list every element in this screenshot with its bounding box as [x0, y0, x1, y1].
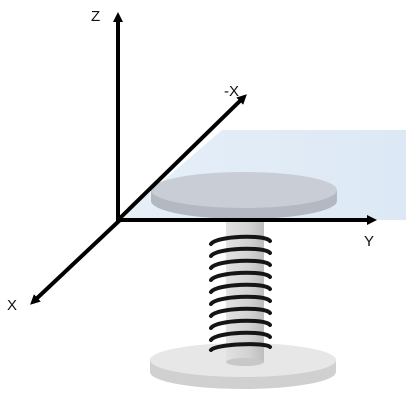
x-axis [30, 218, 122, 305]
neg-x-axis-label: -X [224, 83, 239, 100]
z-axis-label: Z [91, 8, 100, 25]
neg-x-axis [116, 94, 247, 222]
x-axis-label: X [7, 297, 17, 314]
top-disc [151, 172, 337, 219]
y-axis-label: Y [364, 233, 374, 250]
coordinate-axes [30, 12, 377, 305]
coil-spring [209, 234, 272, 352]
